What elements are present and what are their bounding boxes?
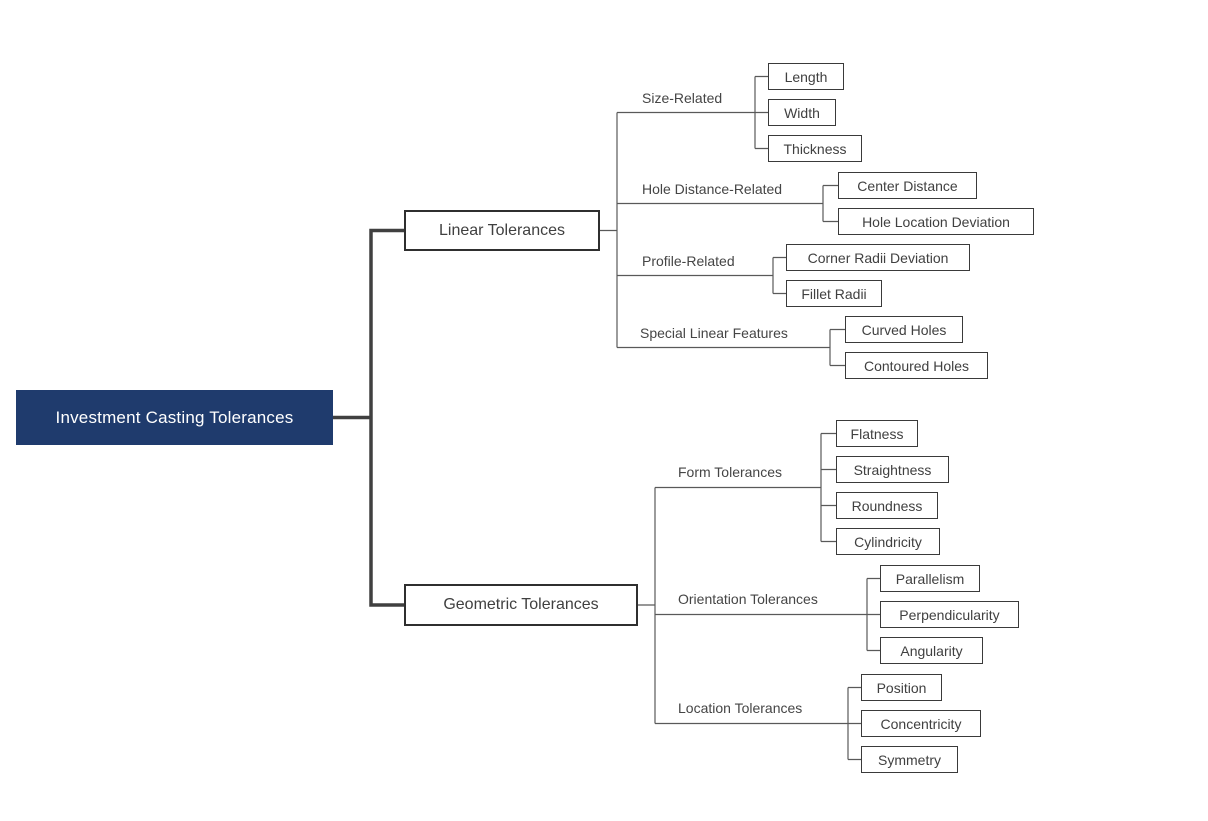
node-roundness: Roundness (836, 492, 938, 519)
node-geometric-tolerances: Geometric Tolerances (404, 584, 638, 626)
node-corner-radii-deviation: Corner Radii Deviation (786, 244, 970, 271)
node-width: Width (768, 99, 836, 126)
orientation-connectors (655, 577, 880, 652)
label-form-tolerances: Form Tolerances (678, 464, 783, 480)
node-root: Investment Casting Tolerances (16, 390, 333, 445)
node-position: Position (861, 674, 942, 701)
hole-distance-connectors (617, 184, 838, 223)
node-straightness: Straightness (836, 456, 949, 483)
node-angularity: Angularity (880, 637, 983, 664)
root-connector (331, 228, 406, 607)
label-special-linear-features: Special Linear Features (640, 325, 788, 341)
label-size-related: Size-Related (642, 90, 723, 106)
node-concentricity: Concentricity (861, 710, 981, 737)
size-related-connectors (617, 75, 768, 150)
node-parallelism: Parallelism (880, 565, 980, 592)
label-orientation-tolerances: Orientation Tolerances (678, 591, 818, 607)
node-length: Length (768, 63, 844, 90)
node-symmetry: Symmetry (861, 746, 958, 773)
profile-connectors (617, 256, 786, 295)
linear-spine-connector (600, 112, 618, 348)
node-hole-location-deviation: Hole Location Deviation (838, 208, 1034, 235)
geometric-spine-connector (638, 487, 656, 724)
location-connectors (655, 686, 861, 761)
node-cylindricity: Cylindricity (836, 528, 940, 555)
special-linear-connectors (617, 328, 845, 367)
node-perpendicularity: Perpendicularity (880, 601, 1019, 628)
node-flatness: Flatness (836, 420, 918, 447)
node-linear-tolerances: Linear Tolerances (404, 210, 600, 251)
label-profile-related: Profile-Related (642, 253, 735, 269)
node-fillet-radii: Fillet Radii (786, 280, 882, 307)
form-connectors (655, 432, 836, 543)
node-contoured-holes: Contoured Holes (845, 352, 988, 379)
label-hole-distance-related: Hole Distance-Related (642, 181, 783, 197)
node-center-distance: Center Distance (838, 172, 977, 199)
node-thickness: Thickness (768, 135, 862, 162)
node-curved-holes: Curved Holes (845, 316, 963, 343)
label-location-tolerances: Location Tolerances (678, 700, 803, 716)
